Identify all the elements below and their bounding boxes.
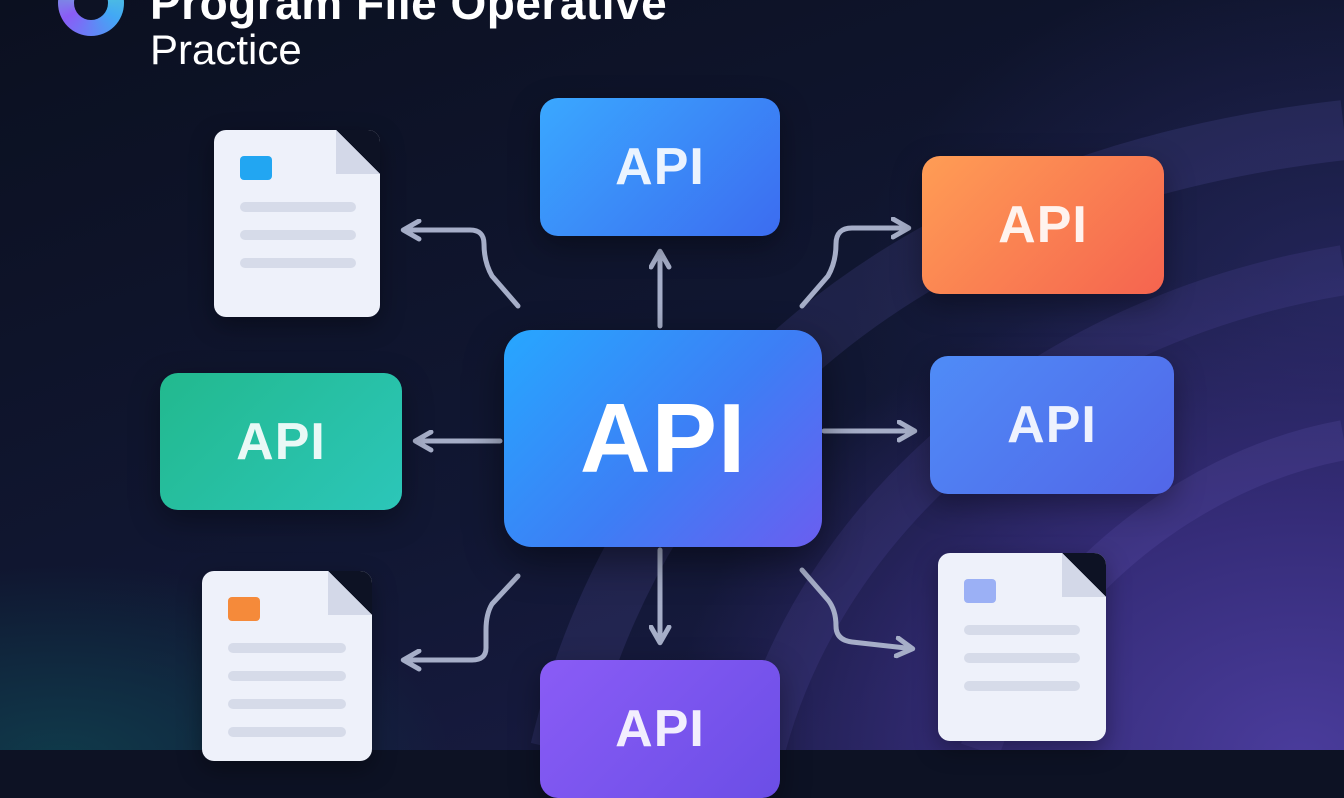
document-top-left — [214, 130, 380, 317]
page-title: Program File Operative — [150, 0, 668, 29]
document-line — [964, 625, 1080, 635]
document-line — [228, 671, 346, 681]
arrow-to-top-right — [799, 228, 902, 309]
document-fold-icon — [1062, 553, 1106, 597]
document-line — [964, 653, 1080, 663]
document-fold-icon — [328, 571, 372, 615]
arrow-to-bottom-left-doc — [410, 573, 521, 660]
document-line — [240, 258, 356, 268]
api-node-bottom: API — [540, 660, 780, 798]
document-line — [964, 681, 1080, 691]
document-bottom-left — [202, 571, 372, 761]
api-node-left: API — [160, 373, 402, 510]
document-line — [240, 230, 356, 240]
document-line — [228, 727, 346, 737]
arrow-to-bottom-right-doc — [799, 567, 906, 648]
document-fold-icon — [336, 130, 380, 174]
document-bottom-right — [938, 553, 1106, 741]
api-node-top: API — [540, 98, 780, 236]
api-center-label: API — [579, 383, 747, 493]
api-node-top-right: API — [922, 156, 1164, 294]
document-line — [228, 643, 346, 653]
api-node-label: API — [1007, 396, 1097, 454]
arrow-to-top-left-doc — [410, 230, 521, 309]
document-chip — [228, 597, 260, 621]
api-node-label: API — [615, 138, 705, 196]
document-line — [228, 699, 346, 709]
api-node-center: API — [504, 330, 822, 547]
document-chip — [240, 156, 272, 180]
page-subtitle: Practice — [150, 26, 302, 73]
api-node-label: API — [236, 412, 326, 471]
api-node-label: API — [615, 700, 705, 758]
connector-arrows — [0, 0, 1344, 750]
document-chip — [964, 579, 996, 603]
document-line — [240, 202, 356, 212]
api-node-label: API — [998, 196, 1088, 254]
api-node-right: API — [930, 356, 1174, 494]
